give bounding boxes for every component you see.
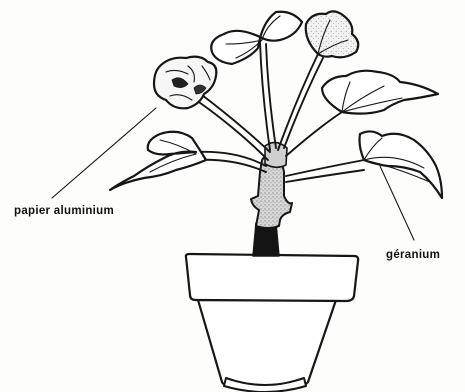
leaf-left — [110, 132, 206, 190]
flower-pot — [186, 254, 358, 392]
leaf-top-left — [211, 12, 302, 64]
main-stem — [251, 142, 292, 256]
stalk-foil-leaf-back — [202, 95, 270, 152]
pot-rim — [186, 254, 358, 301]
foil-wrapped-leaf — [154, 57, 216, 109]
leaf-top-right — [306, 11, 359, 57]
stalk-bottom-right-leaf-back — [286, 170, 364, 182]
foil-leader-line — [52, 108, 156, 198]
foil-label: papier aluminium — [14, 205, 114, 217]
pot-body — [198, 300, 336, 389]
leaf-bottom-right — [360, 131, 443, 198]
leaf-right — [322, 71, 438, 114]
stalk-right-leaf — [286, 112, 342, 156]
stalk-bottom-right-leaf — [286, 160, 364, 176]
stalk-top-right-leaf — [278, 54, 318, 150]
plant-label: géranium — [386, 249, 440, 261]
stalk-top-right-leaf-back — [284, 58, 323, 148]
plant-leader-line — [380, 166, 414, 240]
stalk-top-left-leaf — [260, 42, 270, 150]
